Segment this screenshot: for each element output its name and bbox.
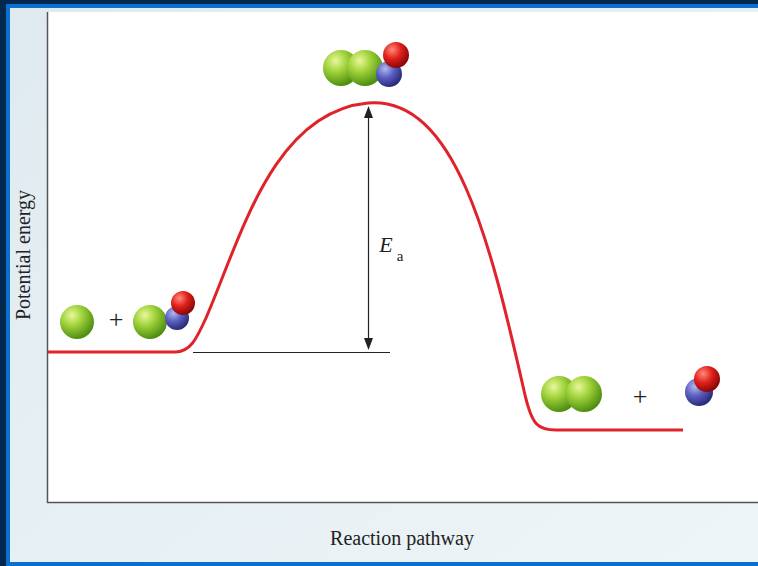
o-atom (694, 366, 720, 392)
ea-subscript: a (397, 249, 404, 264)
axis-lines (48, 12, 758, 503)
ea-arrow-shaft (368, 114, 369, 341)
axis-title: Reaction pathway (330, 528, 474, 548)
cl-atom (566, 376, 602, 412)
axis-title: Potential energy (13, 190, 33, 320)
o-atom (171, 291, 195, 315)
energy-curve (48, 103, 683, 430)
ea-symbol: E (379, 234, 392, 256)
ea-arrowhead (364, 338, 373, 350)
reactant-level-line (193, 352, 390, 353)
panel-ground (10, 8, 758, 562)
plus-sign: + (633, 384, 648, 410)
ea-arrowhead (364, 106, 373, 118)
plus-sign: + (109, 307, 124, 333)
plot-area (48, 12, 758, 502)
cl-atom (60, 305, 94, 339)
o-atom (383, 42, 409, 68)
cl-atom (133, 305, 167, 339)
blue-border (6, 4, 758, 566)
